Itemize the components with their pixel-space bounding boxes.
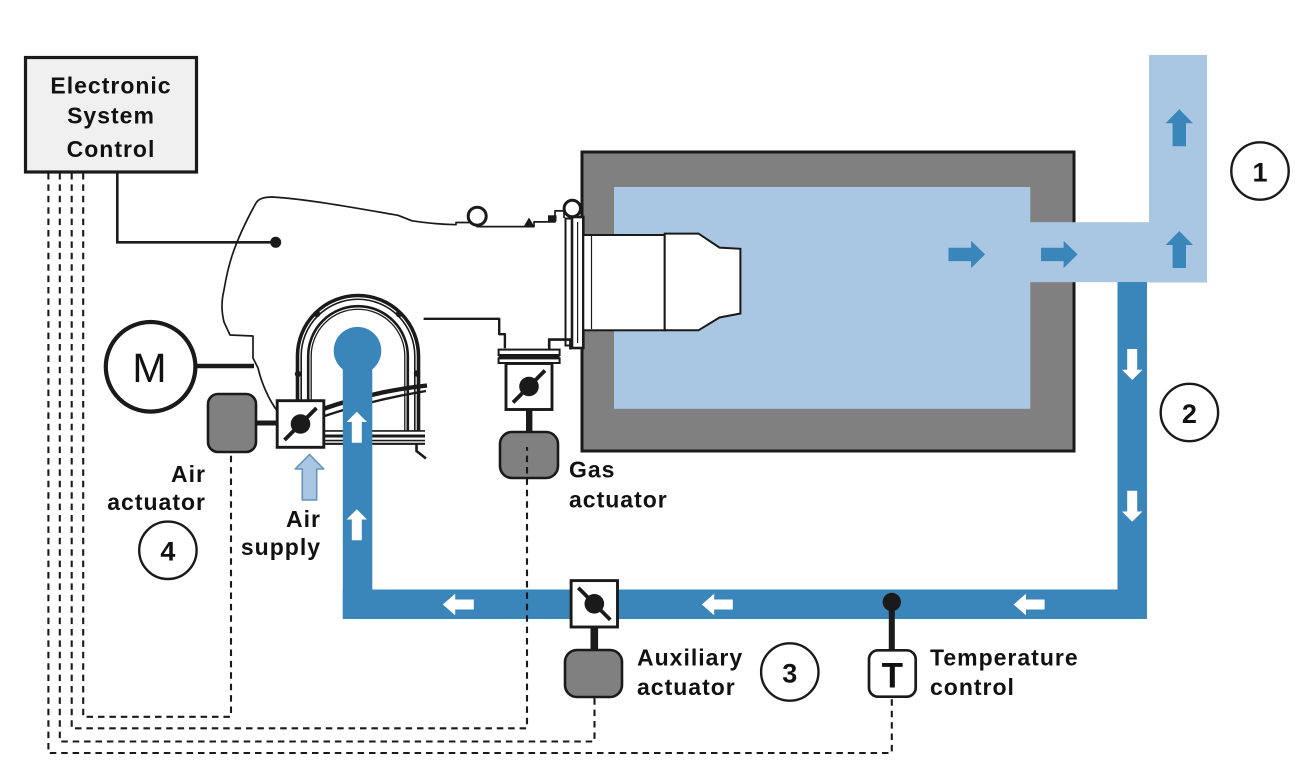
svg-text:3: 3 bbox=[782, 658, 797, 688]
svg-text:Gas: Gas bbox=[569, 457, 615, 483]
svg-text:1: 1 bbox=[1252, 157, 1267, 187]
svg-text:4: 4 bbox=[160, 537, 175, 567]
svg-text:Temperature: Temperature bbox=[930, 644, 1079, 670]
svg-text:2: 2 bbox=[1182, 399, 1197, 429]
svg-text:actuator: actuator bbox=[637, 674, 736, 700]
svg-text:Electronic: Electronic bbox=[50, 73, 171, 99]
svg-text:actuator: actuator bbox=[107, 489, 206, 515]
svg-text:Air: Air bbox=[286, 506, 321, 532]
svg-text:Control: Control bbox=[67, 136, 156, 162]
svg-text:control: control bbox=[930, 674, 1015, 700]
svg-text:System: System bbox=[67, 102, 155, 128]
svg-text:T: T bbox=[882, 657, 903, 696]
svg-text:M: M bbox=[132, 345, 166, 391]
svg-text:Auxiliary: Auxiliary bbox=[637, 644, 743, 670]
svg-text:Air: Air bbox=[171, 461, 206, 487]
svg-text:actuator: actuator bbox=[569, 487, 668, 513]
svg-text:supply: supply bbox=[241, 534, 321, 560]
